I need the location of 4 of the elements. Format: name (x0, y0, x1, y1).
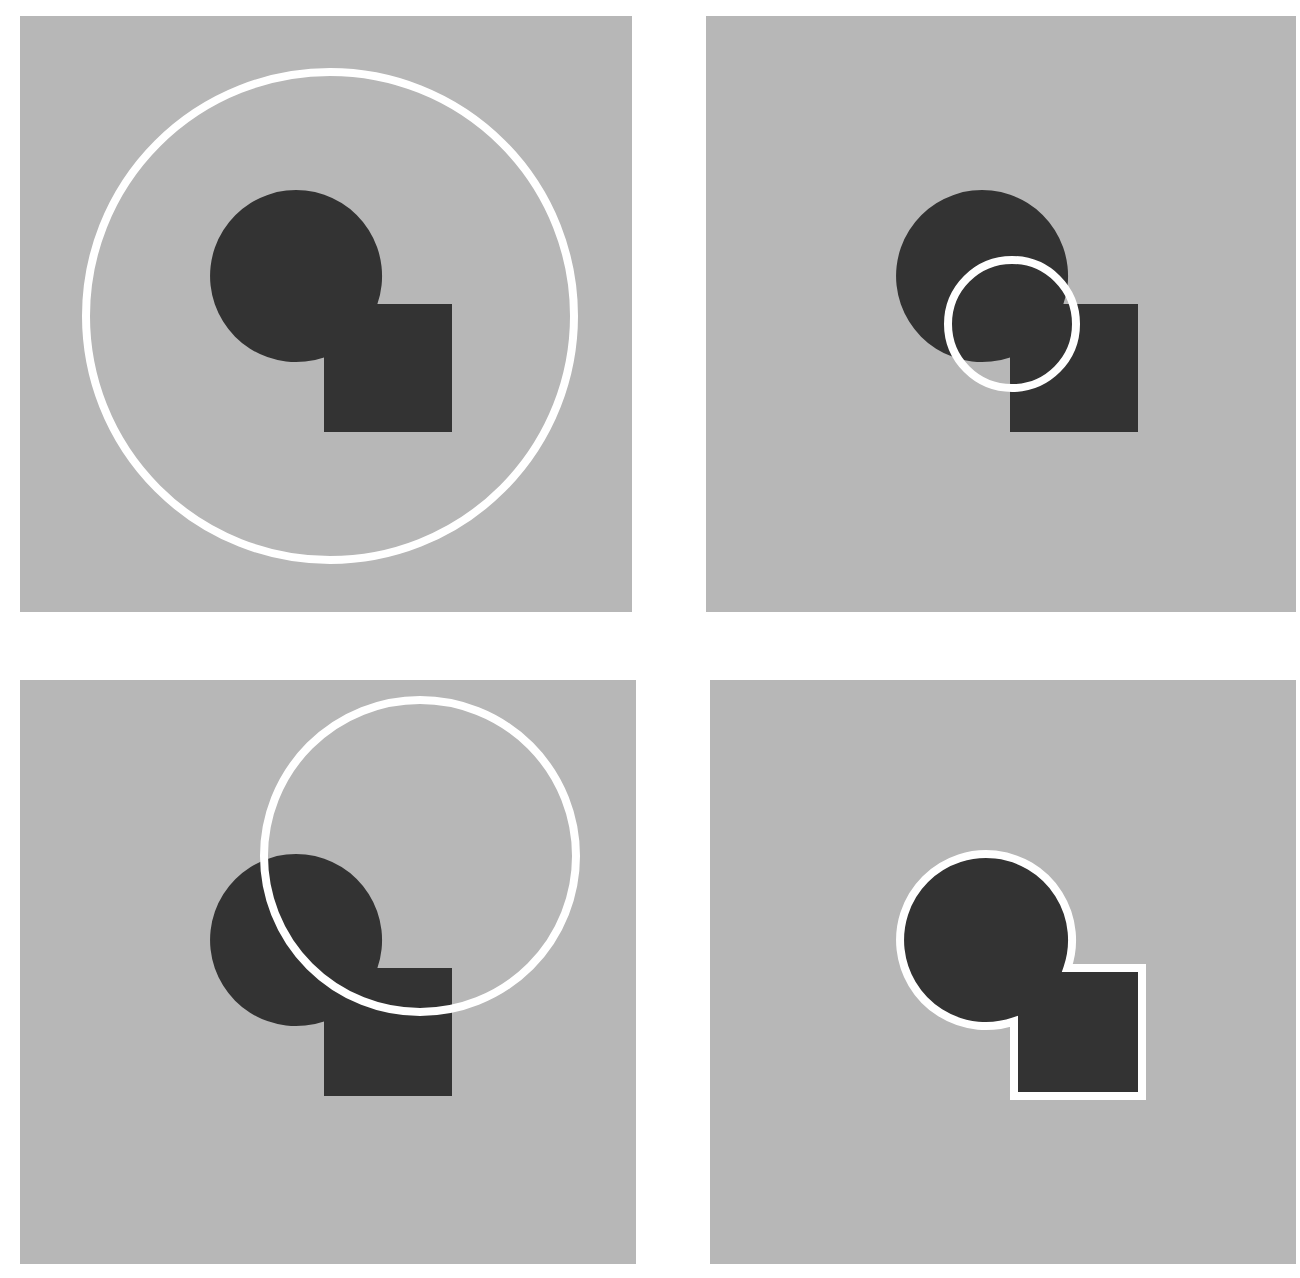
image-panel (706, 16, 1296, 612)
image-panel (20, 16, 632, 612)
image-panel (710, 680, 1296, 1264)
image-panel (20, 680, 636, 1264)
